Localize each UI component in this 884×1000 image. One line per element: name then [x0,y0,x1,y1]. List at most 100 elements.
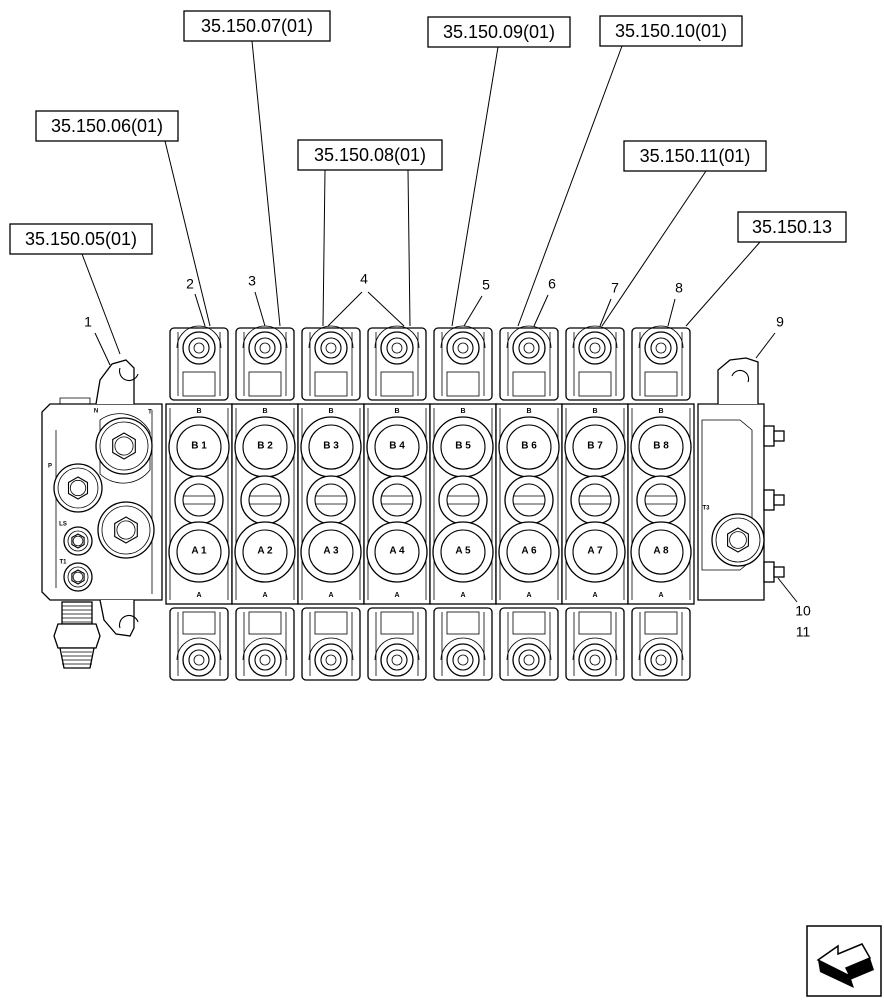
port-a-6: A 6 [521,546,537,557]
reference-label-5: 35.150.09(01) [443,22,555,42]
inlet-bolt-p [53,463,103,513]
callout-leader-2-1 [194,293,206,327]
callout-4: 4 [360,271,368,287]
port-b-6: B 6 [521,441,537,452]
valve-section-7: B A B 7 A 7 [561,325,629,681]
reference-ref-06: 35.150.06(01) [35,110,179,142]
port-a-7: A 7 [587,546,603,557]
port-label-n: N [94,409,98,415]
callout-leader-1-1 [94,332,111,366]
callout-leader-5-1 [463,295,483,327]
callout-leader-3-1 [254,291,266,327]
section-mark-b-7: B [592,408,597,415]
callout-leader-10-1 [777,577,798,603]
callout-10: 10 [795,603,811,619]
section-mark-b-5: B [460,408,465,415]
callout-2: 2 [186,276,194,292]
reference-label-6: 35.150.10(01) [615,21,727,41]
callout-leader-8-1 [667,298,676,327]
port-b-5: B 5 [455,441,471,452]
callout-1: 1 [84,314,92,330]
inlet-bolt-main [97,501,155,559]
reference-label-3: 35.150.07(01) [201,16,313,36]
valve-section-2: B A B 2 A 2 [231,325,299,681]
nav-icon-group[interactable] [806,925,882,997]
leader-lines [81,40,798,603]
ref-leader-3-1 [251,40,281,327]
ref-leader-2-1 [164,140,211,327]
reference-label-1: 35.150.05(01) [25,229,137,249]
reference-labels: 35.150.05(01) 35.150.06(01) 35.150.07(01) 3… [9,10,847,255]
port-b-1: B 1 [191,441,207,452]
callout-3: 3 [248,273,256,289]
tie-rod-nut-1 [763,425,785,447]
section-mark-a-7: A [592,592,597,599]
port-b-8: B 8 [653,441,669,452]
port-a-5: A 5 [455,546,471,557]
valve-section-4: BAB 4A 4 [363,325,431,681]
reference-ref-08: 35.150.08(01) [297,139,443,171]
valve-section-8: BAB 8A 8 [627,325,695,681]
section-mark-b-6: B [526,408,531,415]
reference-ref-13: 35.150.13 [737,211,847,243]
callout-leader-4-1 [327,291,363,327]
reference-ref-07: 35.150.07(01) [183,10,331,42]
callout-leader-4-2 [367,291,405,327]
valve-section-5: B A B 5 A 5 [429,325,497,681]
section-mark-b-4: B [394,408,399,415]
reference-label-8: 35.150.13 [752,217,832,237]
valve-section-6: BAB 6A 6 [495,325,563,681]
section-mark-b-2: B [262,408,267,415]
tie-rod-nut-3 [763,561,785,583]
ref-leader-7-1 [601,170,707,327]
ref-leader-4-2 [407,169,411,327]
valve-section-3: BAB 3A 3 [297,325,365,681]
port-b-7: B 7 [587,441,603,452]
section-mark-b-3: B [328,408,333,415]
port-label-t3: T3 [702,506,710,512]
callout-11: 11 [796,624,811,640]
port-label-ls: LS [59,522,67,528]
port-label-p: P [48,464,52,470]
port-a-3: A 3 [323,546,339,557]
port-b-3: B 3 [323,441,339,452]
port-b-4: B 4 [389,441,405,452]
ref-leader-5-1 [451,46,499,327]
reference-label-4: 35.150.08(01) [314,145,426,165]
reference-ref-05: 35.150.05(01) [9,223,153,255]
section-mark-a-2: A [262,592,267,599]
reference-ref-10: 35.150.10(01) [599,15,743,47]
section-mark-a-5: A [460,592,465,599]
reference-ref-11: 35.150.11(01) [623,140,767,172]
port-b-2: B 2 [257,441,273,452]
callout-5: 5 [482,277,490,293]
ref-leader-4-1 [322,169,326,327]
callout-8: 8 [675,280,683,296]
callout-9: 9 [776,314,784,330]
outlet-cover: T3 [697,357,785,601]
port-label-t1: T1 [59,560,67,566]
callout-leader-7-1 [599,298,612,327]
ref-leader-6-1 [517,45,623,327]
callout-leader-9-1 [755,332,776,359]
port-a-8: A 8 [653,546,669,557]
inlet-cover: T N P LS T1 [41,359,163,669]
outlet-bolt-t3 [711,513,765,567]
tie-rod-nut-2 [763,489,785,511]
callout-leader-6-1 [533,294,549,327]
section-mark-a-4: A [394,592,399,599]
reference-label-2: 35.150.06(01) [51,116,163,136]
section-mark-b-8: B [658,408,663,415]
inlet-plug-t1 [63,562,93,592]
ref-leader-1-1 [81,253,121,355]
port-a-2: A 2 [257,546,273,557]
reference-label-7: 35.150.11(01) [640,146,751,166]
callout-7: 7 [611,280,619,296]
section-mark-a-1: A [196,592,201,599]
valve-section-1: BAB 1A 1 [165,325,233,681]
arrow-back-icon[interactable] [806,925,882,997]
port-label-t: T [148,410,152,416]
